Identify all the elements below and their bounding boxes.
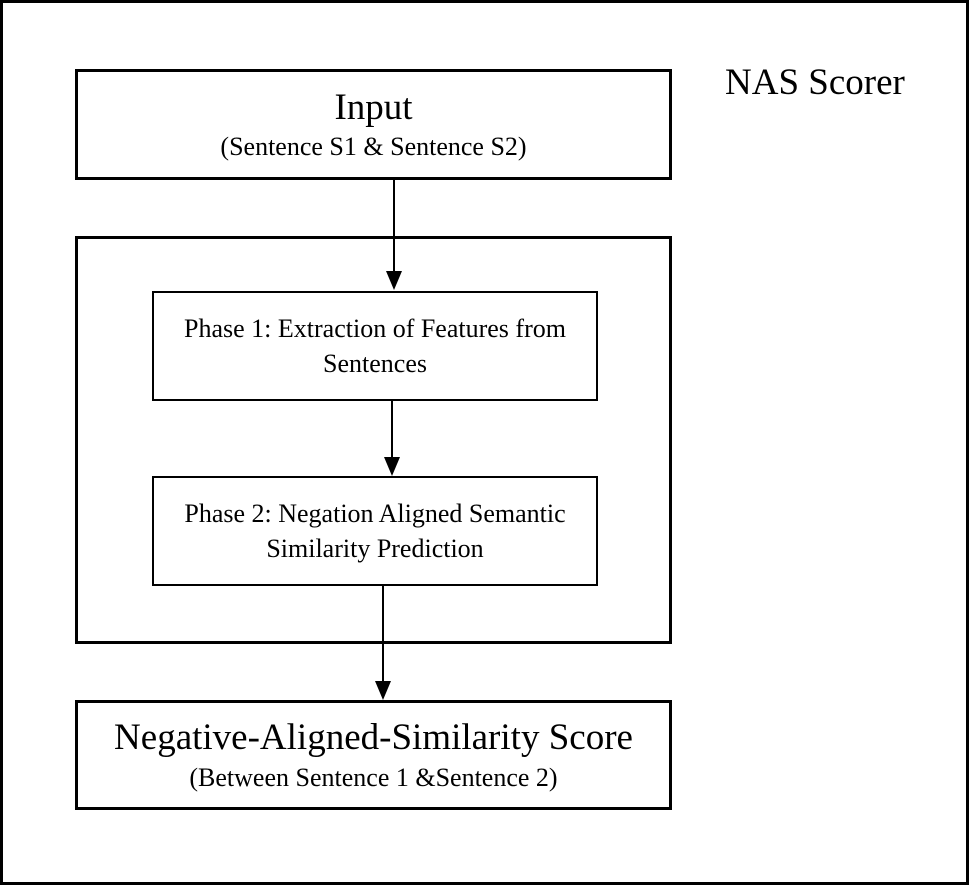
- input-box: Input (Sentence S1 & Sentence S2): [75, 69, 672, 180]
- input-box-title: Input: [334, 86, 413, 128]
- down-arrowhead-icon: [384, 457, 400, 476]
- arrow-stem: [391, 401, 393, 459]
- phase1-box-line2: Sentences: [323, 349, 427, 378]
- phase2-box-line1: Phase 2: Negation Aligned Semantic: [184, 499, 566, 528]
- phase1-box: Phase 1: Extraction of Features from Sen…: [152, 291, 598, 401]
- arrow-stem: [382, 586, 384, 683]
- down-arrowhead-icon: [375, 681, 391, 700]
- arrow-stem: [393, 180, 395, 273]
- output-box-subtitle: (Between Sentence 1 &Sentence 2): [189, 762, 558, 792]
- phase1-box-line1: Phase 1: Extraction of Features from: [184, 314, 566, 343]
- phase2-box-line2: Similarity Prediction: [266, 534, 484, 563]
- phase2-box: Phase 2: Negation Aligned Semantic Simil…: [152, 476, 598, 586]
- phases-container-box: [75, 236, 672, 644]
- diagram-title: NAS Scorer: [725, 62, 905, 103]
- down-arrowhead-icon: [386, 271, 402, 290]
- output-box-title: Negative-Aligned-Similarity Score: [114, 717, 633, 759]
- output-box: Negative-Aligned-Similarity Score (Betwe…: [75, 700, 672, 810]
- input-box-subtitle: (Sentence S1 & Sentence S2): [220, 132, 527, 162]
